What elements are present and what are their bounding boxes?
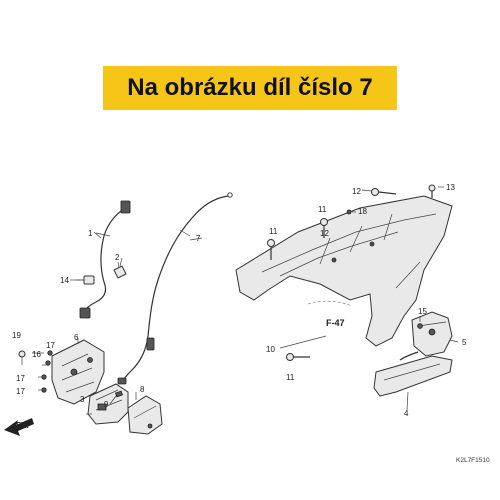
- callout-3: 3: [80, 395, 85, 404]
- callout-12a: 12: [352, 187, 361, 196]
- diagram-code: K2L7F1510: [456, 457, 490, 464]
- cover-strip-part[interactable]: [373, 351, 453, 397]
- clip-part[interactable]: [113, 261, 127, 279]
- title-text: Na obrázku díl číslo 7: [127, 74, 373, 101]
- callout-17a: 17: [46, 341, 55, 350]
- callout-9: 9: [104, 400, 109, 409]
- rear-carrier-part[interactable]: [235, 195, 453, 347]
- callout-15: 15: [418, 307, 427, 316]
- callout-18: 18: [358, 207, 367, 216]
- carrier-bolts[interactable]: [267, 184, 436, 361]
- latch-part[interactable]: [411, 311, 453, 357]
- callout-8: 8: [140, 385, 145, 394]
- title-banner: Na obrázku díl číslo 7: [103, 66, 397, 110]
- front-direction-arrow: [4, 418, 34, 436]
- reference-box[interactable]: [307, 300, 353, 307]
- callout-19: 19: [12, 331, 21, 340]
- callout-16: 16: [32, 350, 41, 359]
- lock-cover-part[interactable]: [127, 395, 163, 435]
- direction-label: FR.: [16, 421, 29, 430]
- callout-6: 6: [74, 333, 79, 342]
- callout-4: 4: [404, 409, 409, 418]
- callout-2: 2: [115, 253, 120, 262]
- leader-lines: [32, 186, 459, 415]
- callout-7: 7: [196, 234, 201, 243]
- bracket-bolts[interactable]: [18, 350, 53, 393]
- reference-label: F-47: [326, 318, 345, 328]
- callout-13: 13: [446, 183, 455, 192]
- callout-5: 5: [462, 338, 467, 347]
- callout-11b: 11: [318, 205, 327, 214]
- callout-17c: 17: [16, 387, 25, 396]
- lock-pin-part[interactable]: [114, 390, 124, 398]
- callout-12b: 12: [320, 229, 329, 238]
- callout-17b: 17: [16, 374, 25, 383]
- wire-harness-part[interactable]: [79, 200, 131, 319]
- callout-10: 10: [266, 345, 275, 354]
- seat-lock-cable-part[interactable]: [117, 192, 233, 385]
- latch-bolt-part[interactable]: [417, 323, 423, 329]
- callout-11a: 11: [269, 227, 278, 236]
- callout-1: 1: [88, 229, 93, 238]
- lock-bracket-part[interactable]: [51, 339, 105, 405]
- callout-11c: 11: [286, 373, 295, 382]
- callout-14: 14: [60, 276, 69, 285]
